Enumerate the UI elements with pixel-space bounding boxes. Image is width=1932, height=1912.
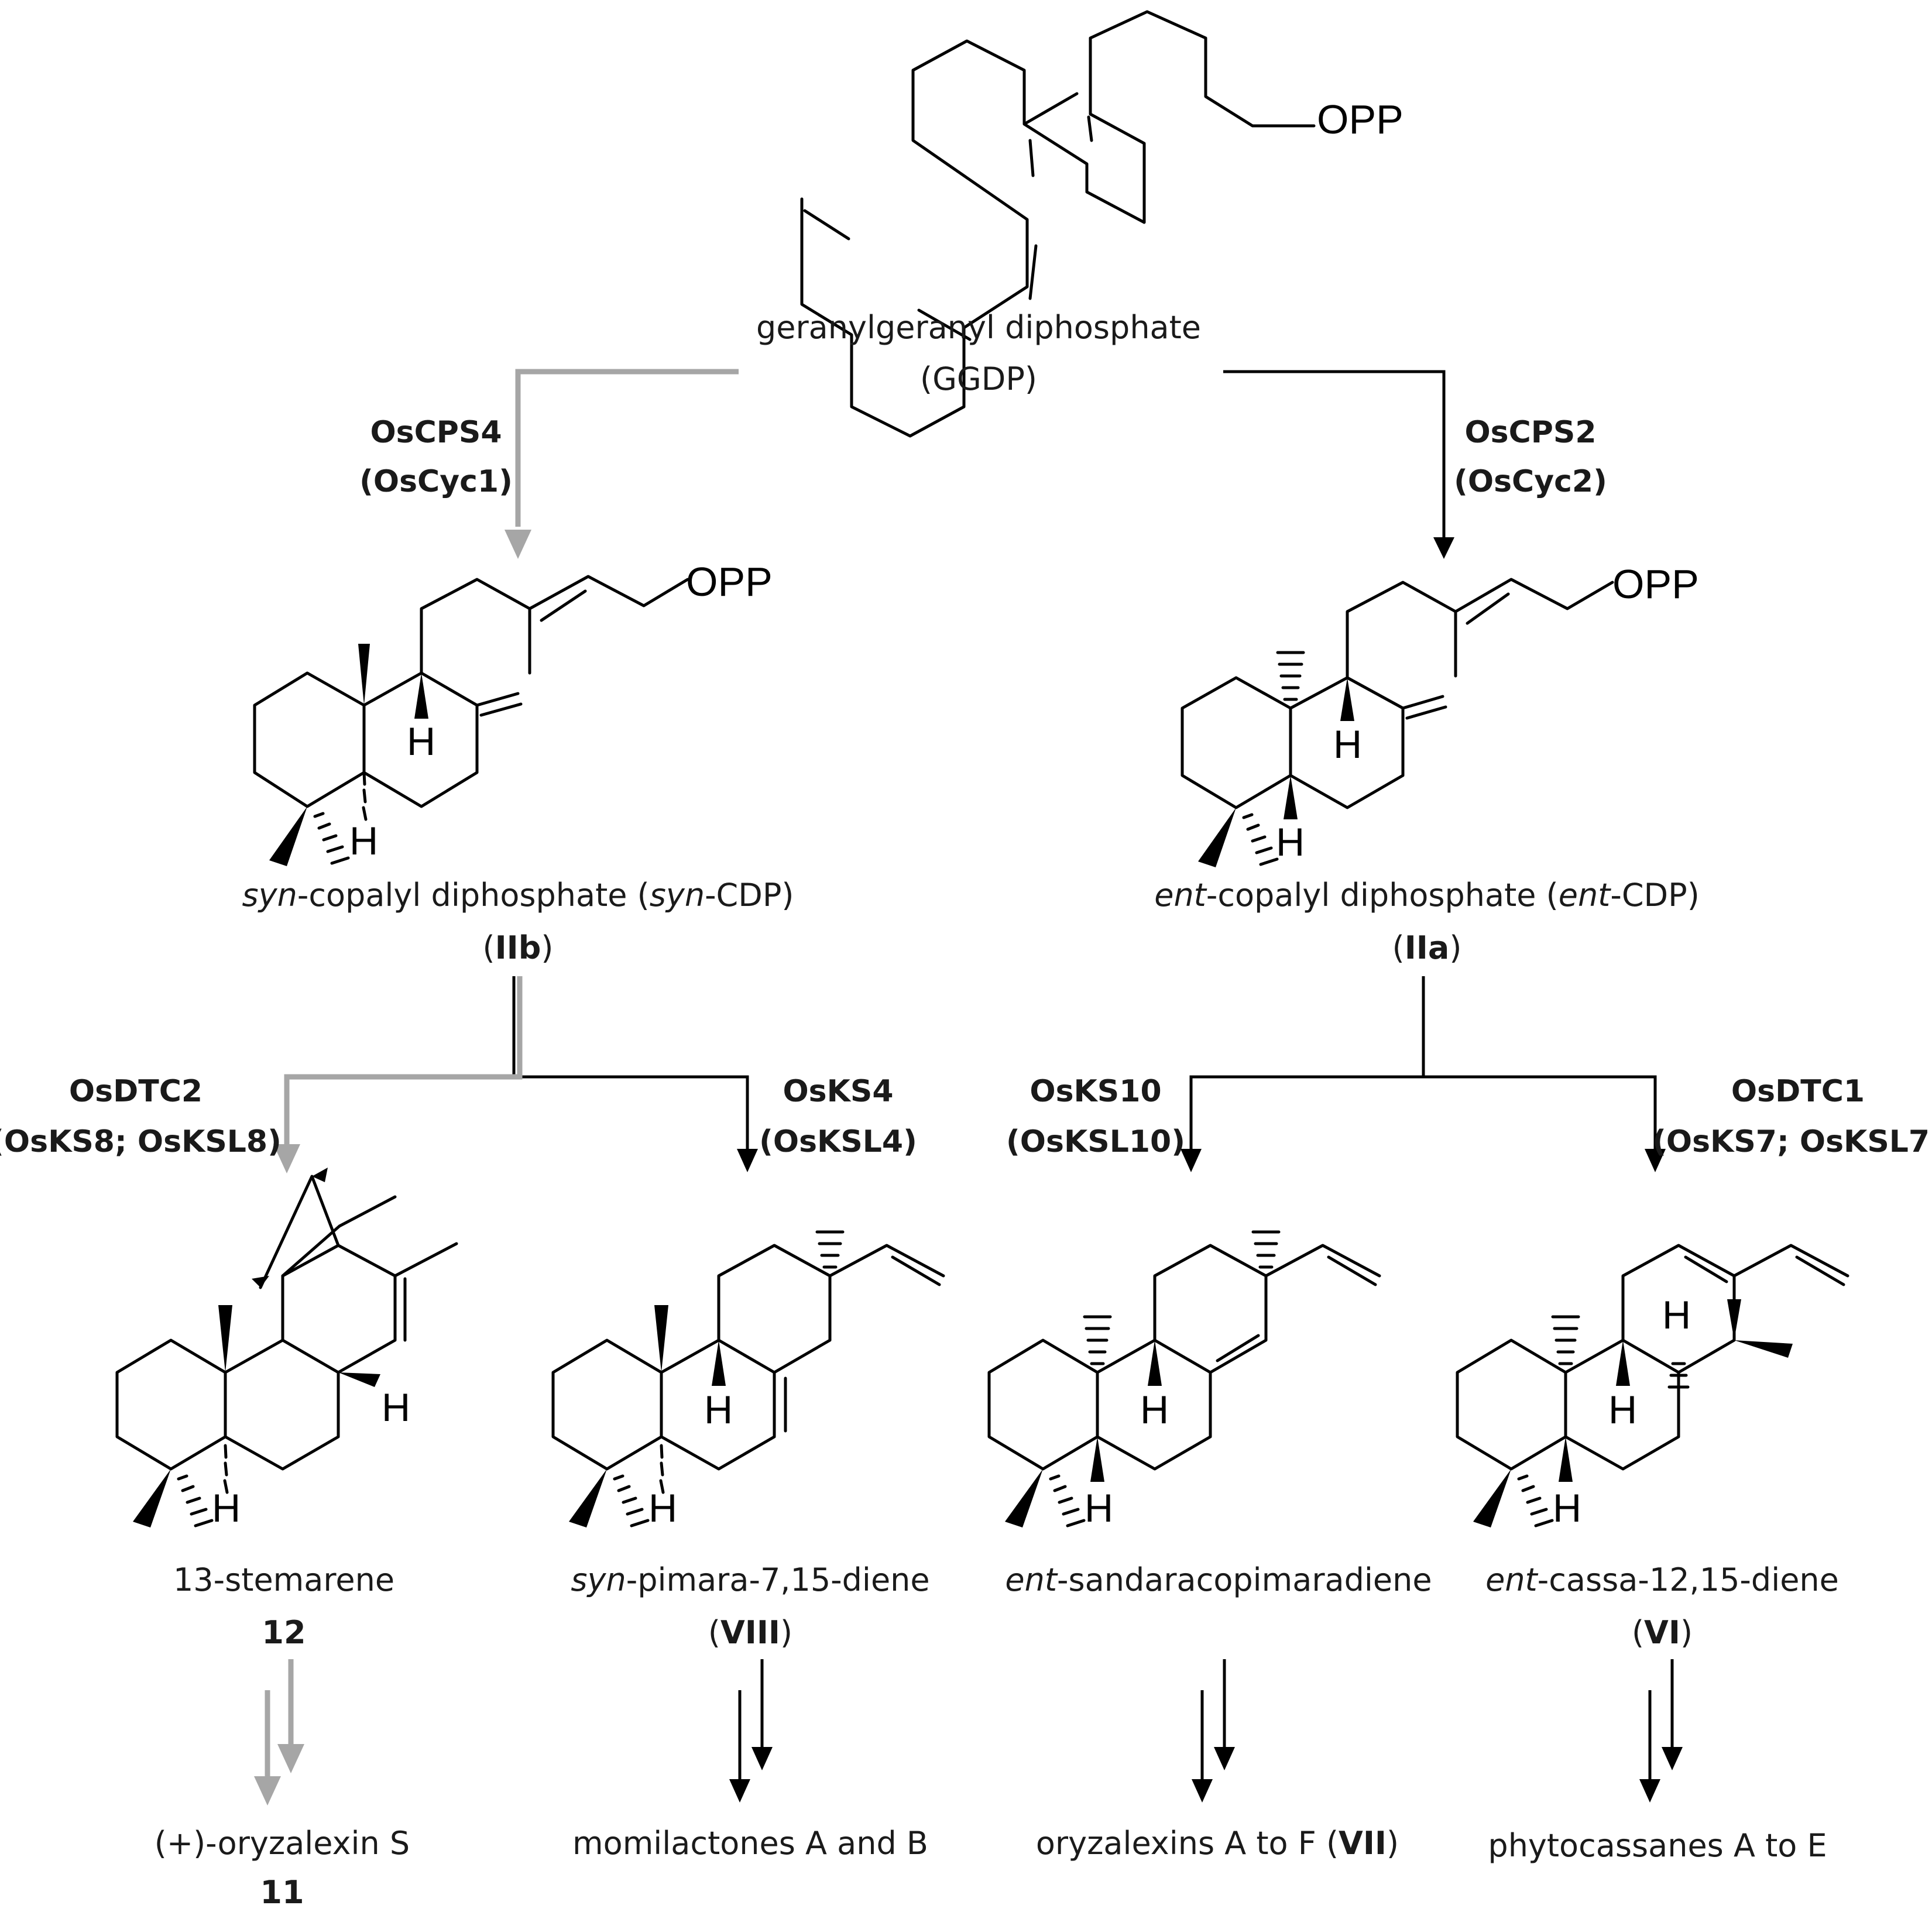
pimaradiene-h-9: H (704, 1388, 733, 1432)
multistep-arrow-cassadiene (1639, 1659, 1683, 1803)
arrow-ent-cdp-to-sandaracopimaradiene-head (1181, 1149, 1202, 1172)
syn-cdp-opp-label: OPP (686, 559, 773, 605)
cassadiene-h-5: H (1553, 1486, 1581, 1530)
arrow-ggdp-to-ent-cdp-head (1433, 537, 1454, 559)
syn-cdp-h-9: H (407, 719, 435, 764)
arrow-syn-cdp-to-stemarene-head (273, 1144, 300, 1173)
cassadiene-h-14: H (1662, 1293, 1691, 1337)
multistep-arrow-sandaracopimaradiene (1192, 1659, 1235, 1803)
enzyme-ks10-alias: (OsKSL10) (1006, 1124, 1185, 1159)
cassadiene-h-9: H (1608, 1388, 1637, 1432)
enzyme-cps2-alias: (OsCyc2) (1454, 464, 1607, 499)
ent-cdp-name: ent-copalyl diphosphate (ent-CDP) (1154, 877, 1700, 914)
downstream-oryzalexins: oryzalexins A to F (VII) (1036, 1825, 1399, 1862)
ent-cdp-opp-label: OPP (1612, 561, 1699, 607)
enzyme-dtc2-name: OsDTC2 (69, 1074, 203, 1109)
syn-cdp-h-5: H (349, 819, 378, 863)
arrow-syn-cdp-to-pimaradiene-head (737, 1149, 758, 1172)
sandaracopimaradiene-structure: H H (987, 1230, 1381, 1530)
multistep-arrow-pimaradiene (729, 1659, 773, 1803)
arrow-syn-cdp-to-pimaradiene (512, 976, 749, 1156)
ent-cdp-id: (IIa) (1392, 929, 1462, 966)
stemarene-h-8: H (382, 1385, 410, 1430)
pimaradiene-h-5: H (648, 1486, 677, 1530)
ent-cdp-h-9: H (1333, 722, 1362, 767)
product-pimaradiene-name: syn-pimara-7,15-diene (571, 1561, 929, 1598)
arrow-syn-cdp-to-stemarene (284, 976, 523, 1144)
arrow-ggdp-to-syn-cdp (515, 369, 739, 527)
pimaradiene-structure: H H (551, 1230, 945, 1530)
enzyme-ks4-alias: (OsKSL4) (759, 1124, 917, 1159)
ggdp-abbrev: (GGDP) (920, 361, 1037, 397)
arrow-ent-cdp-to-cassadiene (1423, 1075, 1657, 1156)
ent-cdp-structure: H H OPP (1181, 561, 1699, 867)
enzyme-dtc2-alias: (OsKS8; OsKSL8) (0, 1124, 282, 1159)
enzyme-cps2-name: OsCPS2 (1464, 415, 1596, 450)
ent-cdp-h-5: H (1276, 820, 1305, 864)
enzyme-dtc1-name: OsDTC1 (1731, 1074, 1865, 1109)
arrow-ent-cdp-to-cassadiene-head (1645, 1149, 1666, 1172)
ggdp-opp-label: OPP (1317, 97, 1403, 142)
arrow-ggdp-to-syn-cdp-head (505, 530, 531, 559)
enzyme-cps4-name: OsCPS4 (370, 415, 502, 450)
syn-cdp-name: syn-copalyl diphosphate (syn-CDP) (242, 877, 794, 914)
ggdp-name: geranylgeranyl diphosphate (756, 309, 1201, 346)
downstream-oryzalexin-s-number: 11 (260, 1874, 304, 1911)
sandaracopimaradiene-h-5: H (1085, 1486, 1113, 1530)
sandaracopimaradiene-h-9: H (1140, 1388, 1169, 1432)
product-cassadiene-name: ent-cassa-12,15-diene (1485, 1561, 1839, 1598)
product-stemarene-name: 13-stemarene (173, 1561, 394, 1598)
product-sandaracopimaradiene-name: ent-sandaracopimaradiene (1005, 1561, 1432, 1598)
stemarene-h-5: H (212, 1486, 241, 1530)
downstream-momilactones: momilactones A and B (572, 1825, 928, 1862)
product-pimaradiene-id: (VIII) (708, 1614, 792, 1651)
downstream-oryzalexin-s: (+)-oryzalexin S (155, 1825, 410, 1862)
downstream-phytocassanes: phytocassanes A to E (1488, 1827, 1827, 1864)
arrow-ent-cdp-to-sandaracopimaradiene (1189, 976, 1425, 1156)
syn-cdp-structure: H H OPP (253, 559, 773, 866)
cassadiene-structure: H H H (1456, 1244, 1849, 1530)
multistep-arrow-stemarene (254, 1659, 304, 1805)
enzyme-cps4-alias: (OsCyc1) (359, 464, 513, 499)
product-cassadiene-id: (VI) (1632, 1614, 1693, 1651)
enzyme-ks10-name: OsKS10 (1030, 1074, 1161, 1109)
syn-cdp-id: (IIb) (483, 929, 554, 966)
enzyme-ks4-name: OsKS4 (783, 1074, 893, 1109)
arrow-ggdp-to-ent-cdp (1223, 370, 1446, 544)
stemarene-structure: H H (115, 1168, 458, 1530)
product-stemarene-number: 12 (262, 1614, 306, 1651)
enzyme-dtc1-alias: (OsKS7; OsKSL7) (1652, 1124, 1932, 1159)
ggdp-structure: OPP (800, 10, 1403, 438)
